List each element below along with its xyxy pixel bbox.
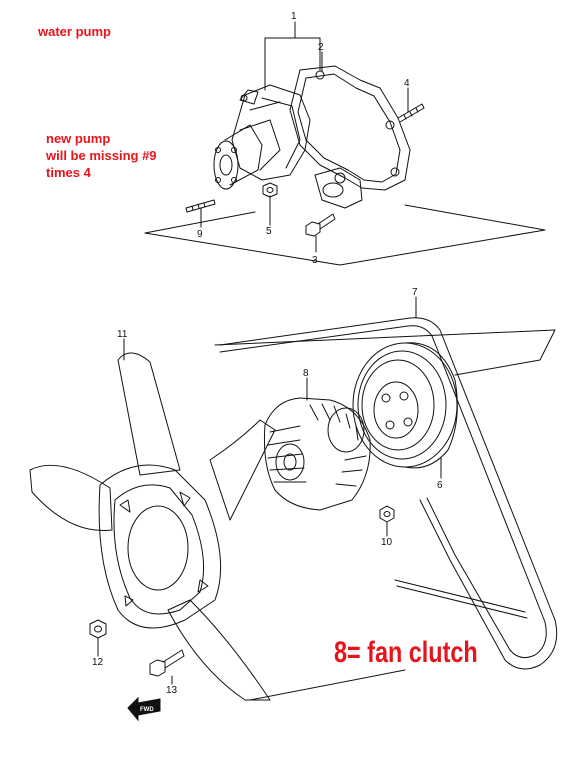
callout-2: 2: [318, 42, 324, 53]
missing-part-note: new pump will be missing #9 times 4: [46, 130, 157, 181]
forward-arrow-icon: FWD: [127, 696, 161, 722]
callout-9: 9: [197, 229, 203, 240]
callout-11: 11: [117, 329, 128, 340]
part-5-nut: [262, 182, 278, 198]
drive-belt: [219, 317, 558, 670]
callout-12: 12: [92, 657, 104, 668]
part-10-nut: [379, 505, 395, 523]
water-pump-frame-lines: [144, 204, 546, 266]
fan-frame-lines: [214, 329, 556, 701]
callout-8: 8: [303, 368, 309, 379]
callout-5: 5: [266, 226, 272, 237]
callout-7: 7: [412, 287, 418, 298]
missing-note-line-2: will be missing #9: [46, 148, 157, 163]
cooling-fan: [29, 352, 276, 701]
part-3-bolt: [305, 213, 336, 237]
part-12-nut: [89, 619, 107, 639]
leader-lines: [97, 21, 442, 685]
missing-note-line-3: times 4: [46, 165, 91, 180]
callout-1: 1: [291, 11, 297, 22]
callout-10: 10: [381, 537, 393, 548]
callout-4: 4: [404, 78, 410, 89]
fwd-label: FWD: [140, 707, 154, 713]
callout-13: 13: [166, 685, 178, 696]
callout-6: 6: [437, 480, 443, 491]
part-4-bolt: [397, 103, 425, 123]
fan-clutch-note: 8= fan clutch: [334, 636, 478, 669]
callout-numbers: 1 2 4 9 5 3 7 8 6 11 10 12 13: [92, 11, 443, 696]
part-13-bolt: [149, 649, 185, 677]
fan-clutch: [263, 397, 371, 511]
water-pump-title: water pump: [38, 24, 111, 39]
missing-note-line-1: new pump: [46, 131, 111, 146]
callout-3: 3: [312, 255, 318, 266]
water-pump: [213, 65, 411, 209]
pulley: [352, 342, 458, 469]
